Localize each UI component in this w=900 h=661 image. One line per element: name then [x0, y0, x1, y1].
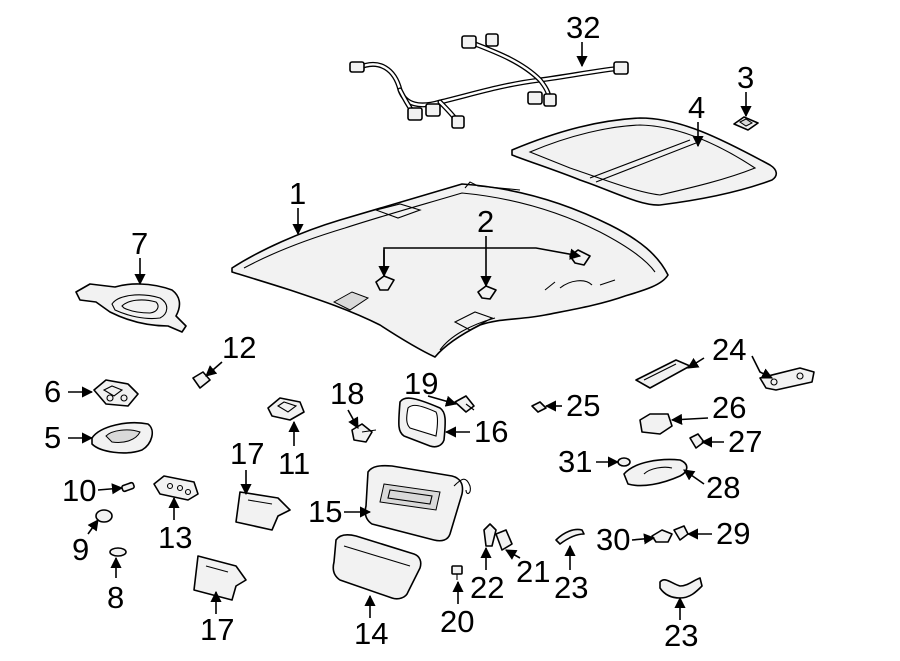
part-32-wiring-harness — [349, 33, 629, 129]
callout-22: 22 — [470, 570, 504, 605]
callout-21: 21 — [516, 554, 550, 589]
callout-29: 29 — [716, 516, 750, 551]
callout-26: 26 — [712, 390, 746, 425]
part-29-clip — [673, 525, 689, 541]
callout-23-lower: 23 — [664, 618, 698, 653]
callout-17-upper: 17 — [230, 436, 264, 471]
callout-15: 15 — [308, 494, 342, 529]
callout-6: 6 — [44, 374, 61, 409]
part-18-visor-clip — [351, 423, 377, 443]
part-9-small-lens — [95, 509, 113, 523]
part-25-clip — [531, 401, 547, 413]
part-5-lamp-lens — [91, 422, 154, 454]
leader-lines — [68, 42, 774, 620]
callout-24: 24 — [712, 332, 746, 367]
part-24-handle-bracket — [759, 367, 815, 391]
part-19-pin — [454, 395, 475, 413]
callout-30: 30 — [596, 522, 630, 557]
callout-1: 1 — [289, 176, 306, 211]
part-31-plug — [617, 457, 631, 467]
callout-20: 20 — [440, 604, 474, 639]
part-3-clip — [733, 116, 759, 131]
part-1-headliner — [231, 181, 669, 358]
part-11-lamp — [267, 397, 305, 421]
callout-18: 18 — [330, 376, 364, 411]
part-14-sunvisor — [332, 534, 422, 600]
callout-5: 5 — [44, 420, 61, 455]
callout-8: 8 — [107, 580, 124, 615]
part-24-trim-plate — [635, 359, 691, 389]
callout-numbers: 32 3 4 1 2 7 12 6 5 10 9 8 13 11 17 17 1… — [44, 10, 762, 653]
part-6-lamp-housing — [93, 379, 139, 407]
part-22-clip — [483, 523, 497, 547]
part-8-button — [109, 547, 127, 557]
part-10-bulb — [121, 481, 135, 493]
part-7-bracket — [75, 283, 187, 333]
part-30-bracket — [651, 529, 673, 543]
part-13-switch-panel — [153, 475, 199, 501]
callout-10: 10 — [62, 473, 96, 508]
part-26-coat-hook — [639, 413, 673, 435]
part-15-sunvisor-mirror — [364, 464, 471, 542]
callout-14: 14 — [354, 616, 388, 651]
callout-32: 32 — [566, 10, 600, 45]
callout-23-upper: 23 — [554, 570, 588, 605]
part-17-visor-cover-lower — [193, 555, 247, 601]
callout-27: 27 — [728, 424, 762, 459]
callout-9: 9 — [72, 532, 89, 567]
part-23-grab-handle-upper — [555, 528, 585, 545]
callout-28: 28 — [706, 470, 740, 505]
callout-13: 13 — [158, 520, 192, 555]
callout-19: 19 — [404, 366, 438, 401]
callout-17-lower: 17 — [200, 612, 234, 647]
part-28-handle — [623, 458, 688, 487]
callout-16: 16 — [474, 414, 508, 449]
callout-25: 25 — [566, 388, 600, 423]
part-17-visor-cover-upper — [235, 491, 291, 531]
callout-7: 7 — [131, 226, 148, 261]
part-20-screw — [451, 565, 463, 580]
part-4-sunroof-panel — [511, 117, 778, 206]
callout-4: 4 — [688, 90, 705, 125]
callout-3: 3 — [737, 60, 754, 95]
callout-12: 12 — [222, 330, 256, 365]
part-23-grab-handle-lower — [659, 577, 703, 599]
part-27-cap — [689, 433, 705, 449]
callout-31: 31 — [558, 444, 592, 479]
callout-2: 2 — [477, 204, 494, 239]
part-21-clip — [495, 529, 513, 551]
part-16-visor-frame — [398, 397, 446, 448]
callout-11: 11 — [278, 446, 310, 481]
